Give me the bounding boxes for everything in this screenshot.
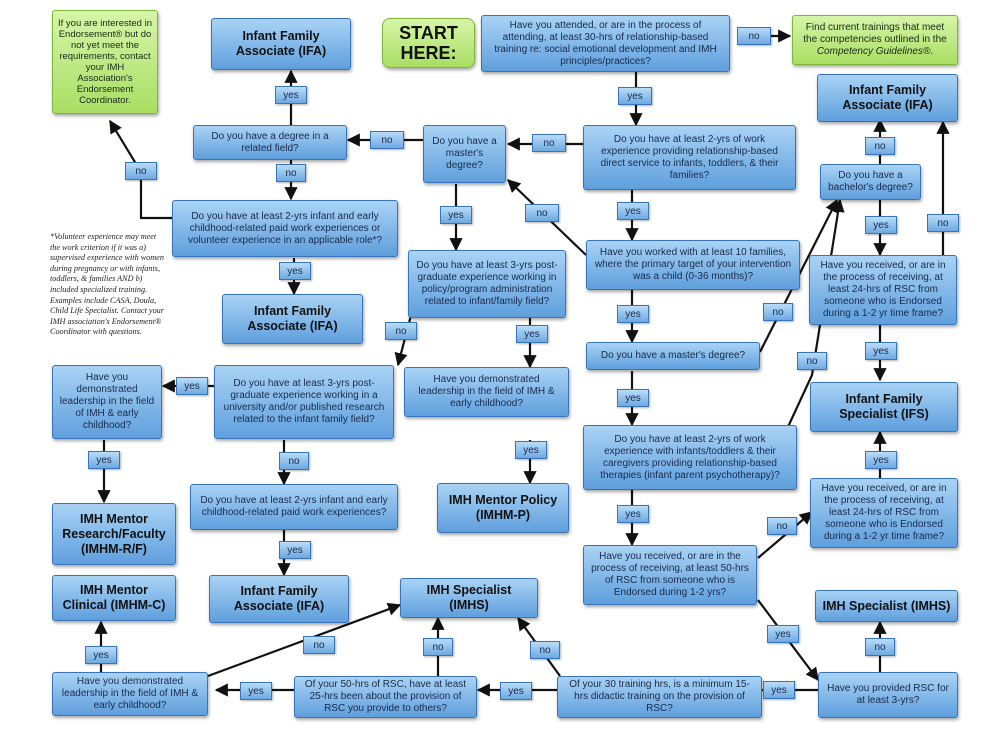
label-no: no: [927, 214, 959, 232]
label-no: no: [385, 322, 417, 340]
label-no: no: [423, 638, 453, 656]
label-no: no: [125, 162, 157, 180]
label-no: no: [276, 164, 306, 182]
label-no: no: [763, 303, 793, 321]
question-leadership-policy: Have you demonstrated leadership in the …: [404, 367, 569, 417]
question-attended-30hrs: Have you attended, or are in the process…: [481, 15, 730, 72]
label-yes: yes: [767, 625, 799, 643]
label-yes: yes: [617, 505, 649, 523]
question-rsc-25hrs-provision: Of your 50-hrs of RSC, have at least 25-…: [294, 676, 477, 718]
label-yes: yes: [516, 325, 548, 343]
question-2yrs-direct-service: Do you have at least 2-yrs of work exper…: [583, 125, 796, 190]
label-yes: yes: [88, 451, 120, 469]
outcome-imhm-c: IMH Mentor Clinical (IMHM-C): [52, 575, 176, 621]
question-2yrs-infant-paid: Do you have at least 2-yrs infant and ea…: [190, 484, 398, 530]
label-yes: yes: [865, 216, 897, 234]
question-rsc-50hrs: Have you received, or are in the process…: [583, 545, 757, 605]
label-yes: yes: [275, 86, 307, 104]
label-no: no: [865, 638, 895, 656]
question-masters-degree: Do you have a master's degree?: [423, 125, 506, 183]
question-provided-rsc-3yrs: Have you provided RSC for at least 3-yrs…: [818, 672, 958, 718]
outcome-imhm-p: IMH Mentor Policy (IMHM-P): [437, 483, 569, 533]
label-yes: yes: [279, 541, 311, 559]
outcome-ifa-4: Infant Family Associate (IFA): [209, 575, 349, 623]
outcome-ifs: Infant Family Specialist (IFS): [810, 382, 958, 432]
arrow-rsc50-no: [757, 511, 814, 559]
label-yes: yes: [865, 451, 897, 469]
label-yes: yes: [279, 262, 311, 280]
find-trainings-text: Find current trainings that meet the com…: [803, 22, 947, 57]
question-rsc-24hrs-top: Have you received, or are in the process…: [809, 255, 957, 325]
question-2yrs-infant-volunteer: Do you have at least 2-yrs infant and ea…: [172, 200, 398, 257]
question-training-15hrs: Of your 30 training hrs, is a minimum 15…: [557, 676, 762, 718]
label-yes: yes: [617, 389, 649, 407]
label-yes: yes: [500, 682, 532, 700]
label-no: no: [532, 134, 566, 152]
question-degree-related: Do you have a degree in a related field?: [193, 125, 347, 160]
outcome-imhs-2: IMH Specialist (IMHS): [815, 590, 958, 622]
label-yes: yes: [176, 377, 208, 395]
outcome-imhs-1: IMH Specialist (IMHS): [400, 578, 538, 618]
label-yes: yes: [85, 646, 117, 664]
label-yes: yes: [763, 681, 795, 699]
find-trainings-box: Find current trainings that meet the com…: [792, 15, 958, 65]
question-leadership-research: Have you demonstrated leadership in the …: [52, 365, 162, 439]
label-no: no: [303, 636, 335, 654]
outcome-ifa-2: Infant Family Associate (IFA): [222, 294, 363, 344]
question-bachelors-degree: Do you have a bachelor's degree?: [820, 164, 921, 200]
question-rsc-24hrs-ifs: Have you received, or are in the process…: [810, 478, 958, 548]
label-yes: yes: [617, 305, 649, 323]
outcome-imhm-rf: IMH Mentor Research/Faculty (IMHM-R/F): [52, 503, 176, 565]
label-no: no: [370, 131, 404, 149]
label-yes: yes: [617, 202, 649, 220]
contact-coordinator-box: If you are interested in Endorsement® bu…: [52, 10, 158, 114]
volunteer-footnote: *Volunteer experience may meet the work …: [50, 232, 164, 337]
label-no: no: [279, 452, 309, 470]
label-no: no: [530, 641, 560, 659]
question-3yrs-policy: Do you have at least 3-yrs post-graduate…: [408, 250, 566, 318]
label-no: no: [865, 137, 895, 155]
question-leadership-clinical: Have you demonstrated leadership in the …: [52, 672, 208, 716]
start-here-label: START HERE:: [399, 23, 458, 63]
outcome-ifa-1: Infant Family Associate (IFA): [211, 18, 351, 70]
label-no: no: [737, 27, 771, 45]
label-yes: yes: [440, 206, 472, 224]
question-2yrs-therapies: Do you have at least 2-yrs of work exper…: [583, 425, 797, 490]
label-no: no: [797, 352, 827, 370]
label-yes: yes: [515, 441, 547, 459]
outcome-ifa-3: Infant Family Associate (IFA): [817, 74, 958, 122]
label-no: no: [525, 204, 559, 222]
label-yes: yes: [865, 342, 897, 360]
label-yes: yes: [240, 682, 272, 700]
start-here-box: START HERE:: [382, 18, 475, 68]
label-yes: yes: [618, 87, 652, 105]
label-no: no: [767, 517, 797, 535]
question-masters-degree-2: Do you have a master's degree?: [586, 342, 760, 370]
contact-coordinator-text: If you are interested in Endorsement® bu…: [58, 18, 152, 106]
question-ten-families: Have you worked with at least 10 familie…: [586, 240, 800, 290]
competency-guidelines-em: Competency Guidelines®: [816, 46, 931, 57]
question-3yrs-research: Do you have at least 3-yrs post-graduate…: [214, 365, 394, 439]
arrow-vol-no: [109, 119, 172, 220]
